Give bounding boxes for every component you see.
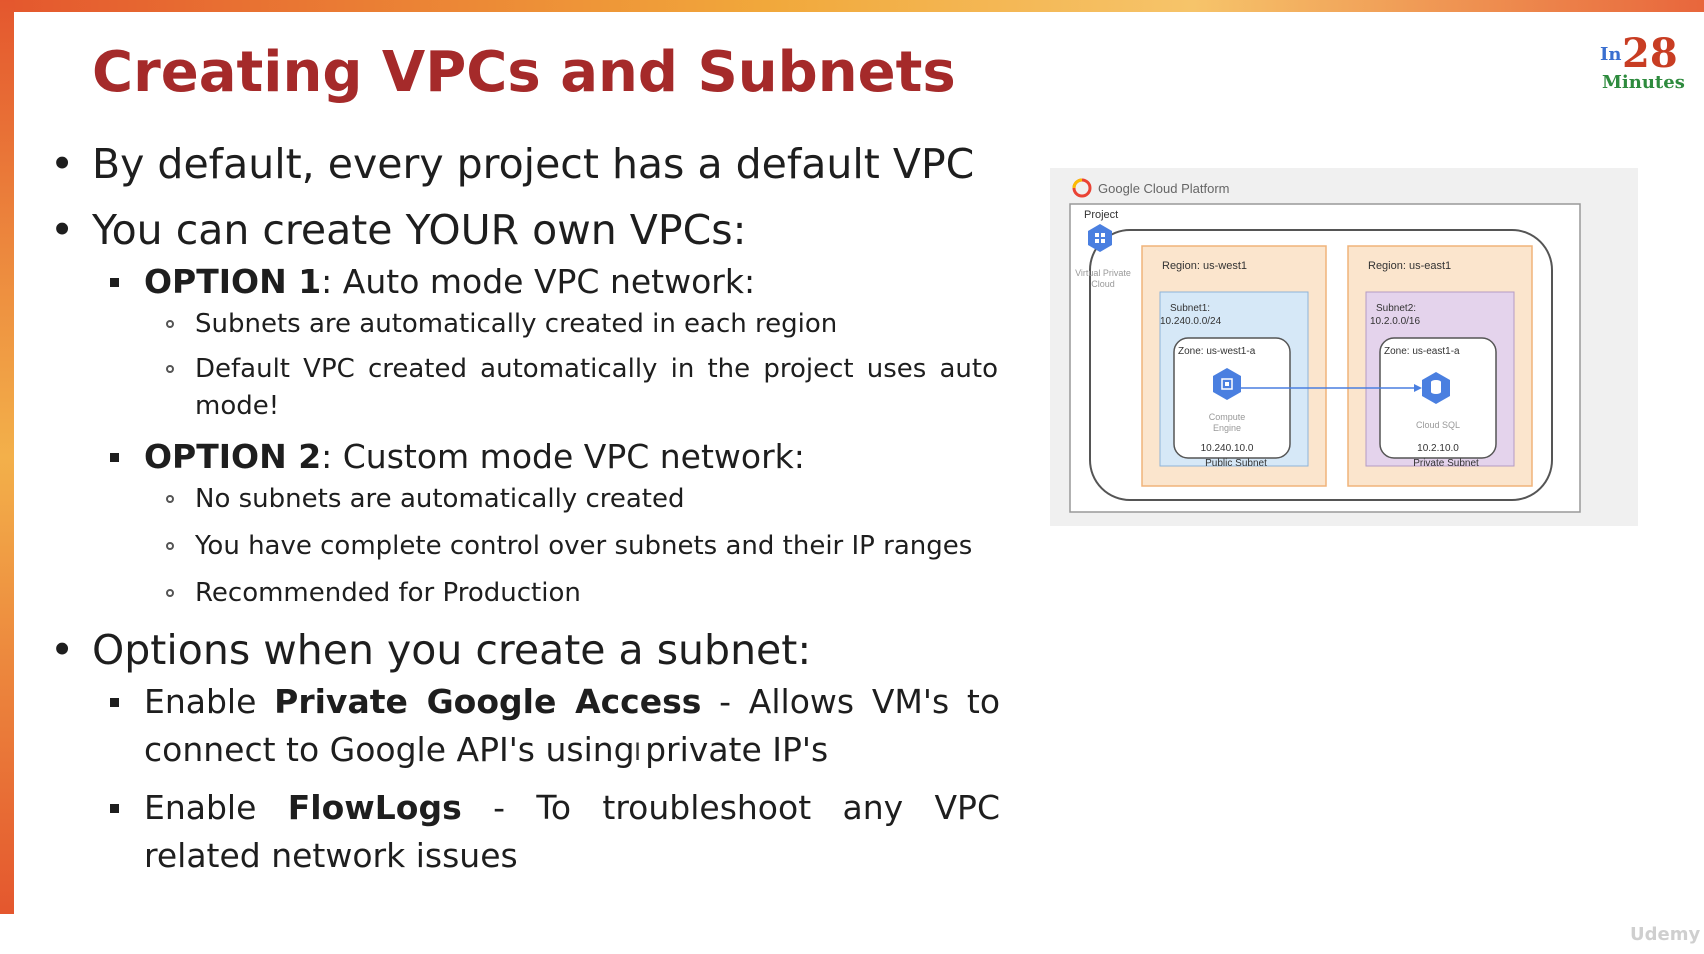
cloud-sql-label: Cloud SQL — [1416, 420, 1460, 430]
zone-east-label: Zone: us-east1-a — [1384, 346, 1460, 357]
cloud-sql-ip: 10.2.10.0 — [1417, 443, 1459, 454]
option2-subitem: Recommended for Production — [50, 575, 1000, 612]
vpc-icon — [1088, 224, 1112, 252]
logo-minutes: Minutes — [1602, 72, 1685, 93]
project-label: Project — [1084, 209, 1118, 221]
option2-subitem: No subnets are automatically created — [50, 481, 1000, 518]
zone-west-label: Zone: us-west1-a — [1178, 346, 1256, 357]
bullet-default-vpc: By default, every project has a default … — [50, 140, 1000, 188]
option2-text: : Custom mode VPC network: — [321, 437, 805, 476]
private-subnet-label: Private Subnet — [1413, 458, 1479, 469]
cloud-sql-icon — [1422, 372, 1450, 404]
option-private-access-text: - Allows VM's to connect to Google API's… — [144, 682, 1001, 769]
text-cursor-icon: I — [634, 738, 642, 766]
gcp-header: Google Cloud Platform — [1098, 181, 1230, 196]
subnet1-name: Subnet1: — [1170, 303, 1210, 314]
vpc-label-fo: Virtual Private Cloud — [1075, 268, 1131, 289]
option-flowlogs: FlowLogs — [287, 788, 462, 827]
bullet-subnet-options: Options when you create a subnet: — [50, 626, 1000, 674]
region-west-label: Region: us-west1 — [1162, 260, 1247, 272]
option2-label: OPTION 2 — [144, 437, 322, 476]
vpc-boundary — [1089, 229, 1553, 501]
zone-west-box — [1173, 337, 1291, 459]
option2-subitem: You have complete control over subnets a… — [50, 528, 1000, 565]
option1-subitem: Subnets are automatically created in eac… — [50, 306, 1000, 343]
option1-label: OPTION 1 — [144, 262, 322, 301]
subnet-option-flowlogs: Enable FlowLogs - To troubleshoot any VP… — [50, 784, 1000, 880]
region-east-label: Region: us-east1 — [1368, 260, 1451, 272]
vpc-label: Virtual Private Cloud — [1075, 268, 1131, 289]
compute-ip: 10.240.10.0 — [1201, 443, 1254, 454]
logo-number: 28 — [1622, 30, 1678, 77]
vpc-diagram-svg: Google Cloud Platform Project Virtual Pr… — [1069, 178, 1581, 513]
subnet2-name: Subnet2: — [1376, 303, 1416, 314]
vpc-diagram: Google Cloud Platform Project Virtual Pr… — [1050, 168, 1638, 526]
connector-arrow-icon — [1414, 384, 1422, 392]
slide-title: Creating VPCs and Subnets — [92, 40, 956, 105]
gcp-logo-icon — [1072, 178, 1092, 198]
option-private-google-access: Private Google Access — [274, 682, 702, 721]
in28minutes-logo: In 28 Minutes — [1598, 30, 1685, 94]
subnet-option-private-access: Enable Private Google Access - Allows VM… — [50, 678, 1000, 774]
logo-in: In — [1600, 44, 1622, 65]
option-flowlogs-text: - To troubleshoot any VPC related networ… — [144, 788, 1000, 875]
option-prefix: Enable — [144, 788, 288, 827]
compute-engine-icon — [1213, 368, 1241, 400]
option1-text: : Auto mode VPC network: — [321, 262, 756, 301]
compute-engine-label: Compute Engine — [1208, 412, 1246, 433]
left-accent-bar — [0, 0, 14, 914]
option1-subitem: Default VPC created automatically in the… — [50, 351, 1000, 425]
option1-item: OPTION 1: Auto mode VPC network: — [50, 258, 1000, 306]
option-prefix: Enable — [144, 682, 275, 721]
public-subnet-label: Public Subnet — [1205, 458, 1267, 469]
bullet-create-own-vpcs: You can create YOUR own VPCs: — [50, 206, 1000, 254]
bullet-list: By default, every project has a default … — [50, 140, 1000, 880]
udemy-watermark: Udemy — [1630, 924, 1701, 945]
option2-item: OPTION 2: Custom mode VPC network: — [50, 433, 1000, 481]
subnet1-cidr: 10.240.0.0/24 — [1160, 316, 1222, 327]
subnet2-cidr: 10.2.0.0/16 — [1370, 316, 1420, 327]
top-accent-bar — [0, 0, 1704, 12]
compute-label-fo: Compute Engine — [1208, 412, 1246, 433]
